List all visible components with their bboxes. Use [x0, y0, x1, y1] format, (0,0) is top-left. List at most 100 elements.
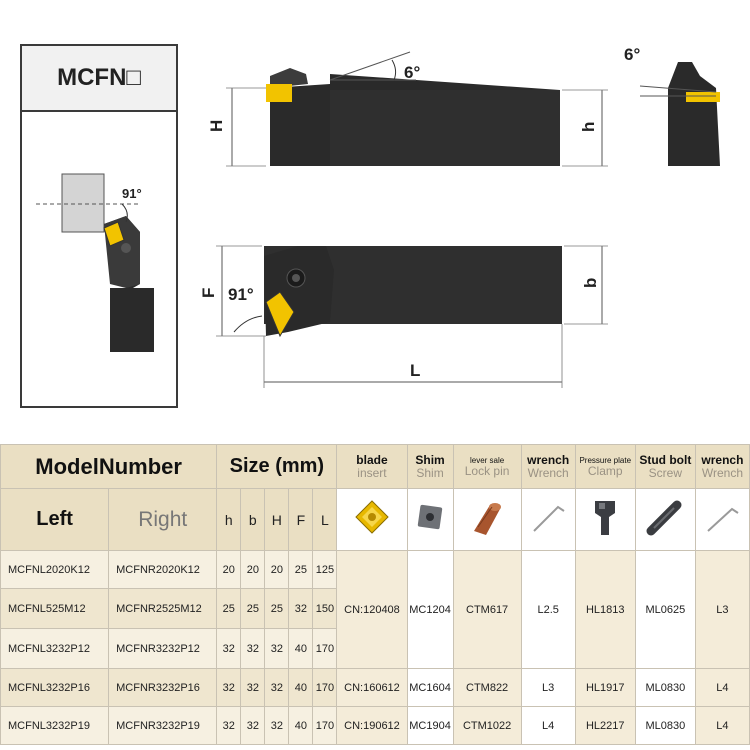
technical-drawing: MCFN□ 91° 6° H — [20, 44, 720, 408]
dim-L-label: L — [410, 361, 420, 380]
dim-H-header: H — [264, 488, 290, 551]
dim-F-label: F — [199, 288, 218, 298]
clamp-cell: HL1813 — [574, 550, 636, 669]
dim-L-cell: 170 — [312, 706, 338, 745]
screw-cell: ML0625 — [634, 550, 696, 669]
model-left-cell: MCFNL3232P12 — [0, 628, 110, 669]
model-right-cell: MCFNR2020K12 — [108, 550, 218, 589]
dim-H-cell: 32 — [264, 706, 290, 745]
dim-h-cell: 25 — [216, 588, 242, 629]
model-family-box: MCFN□ 91° — [20, 44, 178, 408]
dim-F-header: F — [288, 488, 314, 551]
wrench-icon — [520, 488, 576, 551]
model-number-header: ModelNumber — [0, 444, 218, 489]
screw-cell: ML0830 — [634, 706, 696, 745]
dim-H-cell: 32 — [264, 668, 290, 707]
insert-icon — [336, 488, 408, 551]
dim-h-cell: 32 — [216, 706, 242, 745]
dim-L-cell: 170 — [312, 628, 338, 669]
dim-h-cell: 20 — [216, 550, 242, 589]
wrench-cell: L3 — [520, 668, 576, 707]
dim-F-cell: 40 — [288, 706, 314, 745]
dim-b-cell: 32 — [240, 668, 266, 707]
lock-pin-cell: CTM1022 — [452, 706, 522, 745]
wrench-2-cell: L4 — [694, 706, 750, 745]
wrench-2-cell: L3 — [694, 550, 750, 669]
end-view-body — [668, 62, 720, 166]
model-left-cell: MCFNL2020K12 — [0, 550, 110, 589]
end-view-insert — [686, 92, 720, 102]
dim-h-label: h — [579, 122, 598, 132]
wrench-2-cell: L4 — [694, 668, 750, 707]
dim-b-header: b — [240, 488, 266, 551]
shim-cell: MC1604 — [406, 668, 454, 707]
side-view: 6° H h — [207, 51, 608, 167]
wrench-cell: L2.5 — [520, 550, 576, 669]
dim-F-cell: 25 — [288, 550, 314, 589]
model-family-title: MCFN□ — [22, 46, 176, 112]
left-header: Left — [0, 488, 110, 551]
table-row: MCFNL2020K12 MCFNR2020K12 20 20 20 25 12… — [0, 550, 750, 669]
dim-h-cell: 32 — [216, 628, 242, 669]
lock-pin-cell: CTM617 — [452, 550, 522, 669]
angle-91-label: 91° — [228, 285, 254, 304]
model-left-cell: MCFNL3232P16 — [0, 668, 110, 707]
dim-b-cell: 32 — [240, 628, 266, 669]
dim-b-cell: 20 — [240, 550, 266, 589]
dim-F-cell: 32 — [288, 588, 314, 629]
side-view-insert — [266, 84, 292, 102]
dim-F-cell: 40 — [288, 628, 314, 669]
dim-H-cell: 20 — [264, 550, 290, 589]
insert-shape — [103, 221, 125, 247]
clamp-cell: HL2217 — [574, 706, 636, 745]
clamp-icon — [574, 488, 636, 551]
angle-6-side: 6° — [404, 63, 420, 82]
dim-H-cell: 32 — [264, 628, 290, 669]
shim-icon — [406, 488, 454, 551]
dim-H-cell: 25 — [264, 588, 290, 629]
model-left-cell: MCFNL3232P19 — [0, 706, 110, 745]
right-header: Right — [108, 488, 218, 551]
model-right-cell: MCFNR3232P16 — [108, 668, 218, 707]
dim-b-cell: 32 — [240, 706, 266, 745]
angle-91-small: 91° — [122, 186, 142, 201]
top-view-sketch: 91° — [36, 173, 154, 352]
table-row: MCFNL3232P19 MCFNR3232P19 32 32 32 40 17… — [0, 706, 750, 745]
size-header: Size (mm) — [216, 444, 338, 489]
end-view: 6° — [624, 45, 720, 166]
angle-6-end: 6° — [624, 45, 640, 64]
screw-cell: ML0830 — [634, 668, 696, 707]
dim-H-label: H — [207, 120, 226, 132]
insert-cell: CN:160612 — [336, 668, 408, 707]
dim-L-cell: 170 — [312, 668, 338, 707]
lock-pin-cell: CTM822 — [452, 668, 522, 707]
model-right-cell: MCFNR2525M12 — [108, 588, 218, 629]
insert-cell: CN:190612 — [336, 706, 408, 745]
shim-cell: MC1904 — [406, 706, 454, 745]
model-left-cell: MCFNL525M12 — [0, 588, 110, 629]
wrench-cell: L4 — [520, 706, 576, 745]
dim-b-label: b — [581, 278, 600, 288]
model-right-cell: MCFNR3232P12 — [108, 628, 218, 669]
dim-h-header: h — [216, 488, 242, 551]
insert-cell: CN:120408 — [336, 550, 408, 669]
table-row: MCFNL3232P16 MCFNR3232P16 32 32 32 40 17… — [0, 668, 750, 707]
dim-b-cell: 25 — [240, 588, 266, 629]
shim-cell: MC1204 — [406, 550, 454, 669]
dim-L-cell: 150 — [312, 588, 338, 629]
top-view-insert — [265, 291, 295, 338]
screw-icon — [634, 488, 696, 551]
dim-h-cell: 32 — [216, 668, 242, 707]
top-view: F 91° b L — [199, 245, 608, 388]
model-right-cell: MCFNR3232P19 — [108, 706, 218, 745]
dim-F-cell: 40 — [288, 668, 314, 707]
clamp-cell: HL1917 — [574, 668, 636, 707]
